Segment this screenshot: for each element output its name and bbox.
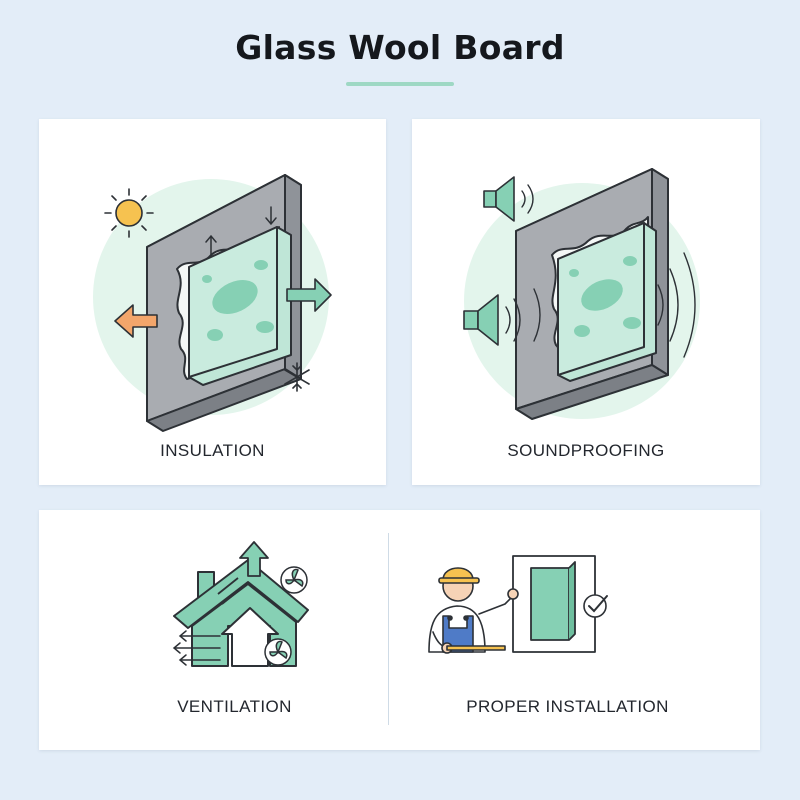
airflow-arrows-icon — [172, 630, 221, 666]
insulation-illustration — [93, 174, 332, 432]
insulation-label: INSULATION — [160, 441, 265, 460]
fan-icon — [280, 566, 308, 594]
snowflake-icon — [284, 362, 310, 392]
installation-label: PROPER INSTALLATION — [466, 697, 669, 716]
soundproofing-label: SOUNDPROOFING — [507, 441, 665, 460]
card-divider — [388, 533, 389, 725]
sun-icon — [104, 188, 154, 238]
glass-wool-board — [176, 226, 292, 386]
ventilation-illustration — [172, 541, 309, 667]
board-frame — [512, 555, 596, 653]
bottom-card — [39, 510, 760, 750]
speaker-icon — [463, 294, 499, 346]
sound-wave-icon — [521, 184, 534, 214]
glass-wool-board — [551, 216, 657, 382]
title-underline — [346, 82, 454, 86]
heat-out-arrow-icon — [286, 278, 332, 312]
installation-illustration — [428, 555, 608, 654]
checkmark-icon — [583, 594, 608, 618]
sound-wave-icon — [657, 252, 696, 358]
fan-icon — [264, 638, 292, 666]
airflow-arrows-icon — [217, 541, 269, 605]
heat-in-arrow-icon — [114, 304, 158, 338]
speaker-icon — [483, 176, 515, 222]
small-arrows — [205, 206, 277, 256]
insulation-card: INSULATION — [39, 119, 386, 485]
page-title: Glass Wool Board — [235, 28, 565, 67]
ventilation-label: VENTILATION — [177, 697, 292, 716]
sound-wave-icon — [505, 288, 541, 342]
soundproofing-card: SOUNDPROOFING — [412, 119, 760, 485]
soundproofing-illustration — [463, 168, 700, 420]
hard-hat-icon — [438, 567, 480, 584]
